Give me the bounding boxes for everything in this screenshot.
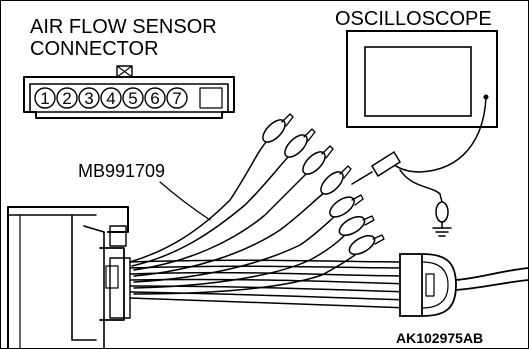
pin-6-number: 6 bbox=[150, 89, 159, 108]
pin-3-circle bbox=[78, 87, 100, 109]
pin-2-number: 2 bbox=[62, 89, 71, 108]
pin-4-number: 4 bbox=[106, 89, 115, 108]
pin-3-number: 3 bbox=[84, 89, 93, 108]
connector-pins: 1 2 3 4 5 6 7 bbox=[34, 87, 188, 109]
pin-1-circle bbox=[34, 87, 56, 109]
figure-code: AK102975AB bbox=[396, 330, 483, 346]
oscilloscope bbox=[346, 30, 498, 128]
lead-clips bbox=[262, 113, 385, 256]
harness-leader-line bbox=[159, 181, 211, 221]
lead-clip-4 bbox=[320, 165, 352, 195]
oscilloscope-label: OSCILLOSCOPE bbox=[335, 8, 492, 30]
connector-title-line2: CONNECTOR bbox=[30, 38, 159, 60]
sensor-side-connector bbox=[399, 253, 529, 317]
pin-5-number: 5 bbox=[128, 89, 137, 108]
oscilloscope-probe bbox=[351, 150, 402, 185]
pin-4-circle bbox=[100, 87, 122, 109]
harness-wires bbox=[129, 259, 411, 309]
probe-cable bbox=[389, 96, 487, 173]
lead-clip-5 bbox=[329, 194, 364, 218]
ground-icon bbox=[432, 201, 452, 237]
ecu-housing bbox=[7, 206, 131, 349]
pin-6-circle bbox=[144, 87, 166, 109]
test-harness-label: MB991709 bbox=[78, 161, 165, 181]
lead-clip-6 bbox=[338, 215, 375, 237]
lead-clip-2 bbox=[284, 128, 316, 158]
lock-tab-icon bbox=[116, 65, 133, 78]
air-flow-sensor-connector: 1 2 3 4 5 6 7 bbox=[23, 65, 235, 119]
pin-1-number: 1 bbox=[40, 89, 49, 108]
oscilloscope-screen bbox=[364, 46, 472, 117]
lead-clip-1 bbox=[262, 113, 294, 143]
connector-title-line1: AIR FLOW SENSOR bbox=[30, 16, 217, 38]
lead-clip-7 bbox=[348, 234, 385, 256]
test-leads bbox=[129, 139, 356, 295]
lead-clip-3 bbox=[302, 145, 334, 175]
pin-5-circle bbox=[122, 87, 144, 109]
pin-7-circle bbox=[166, 87, 188, 109]
ground-lead bbox=[399, 169, 443, 203]
pin-7-number: 7 bbox=[172, 89, 181, 108]
pin-2-circle bbox=[56, 87, 78, 109]
